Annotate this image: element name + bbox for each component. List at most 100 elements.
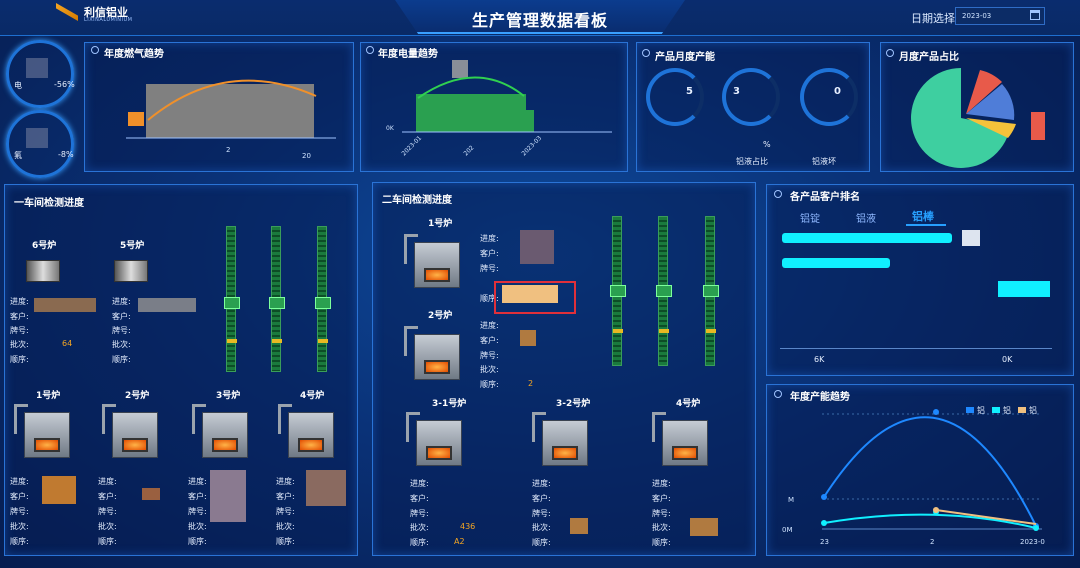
field-label: 进度: (98, 477, 117, 486)
panel-title: 一车间检测进度 (14, 198, 84, 209)
field-label: 客户: (410, 494, 429, 503)
field-label: 顺序: (480, 380, 499, 389)
field-label: 批次: (652, 523, 671, 532)
crucible-icon (114, 260, 148, 282)
capacity-ring (646, 68, 704, 126)
company-name: 利信铝业 (84, 6, 128, 19)
tab-liquid[interactable]: 铝液 (856, 214, 876, 225)
field-label: 批次: (188, 522, 207, 531)
field-label: 进度: (480, 321, 499, 330)
furnace-name: 5号炉 (120, 241, 145, 251)
panel-customer-rank (766, 184, 1074, 376)
furnace-name: 1号炉 (428, 219, 453, 229)
page-title: 生产管理数据看板 (471, 11, 608, 30)
furnace-icon (276, 404, 338, 460)
progress-track (224, 226, 240, 372)
pie-slice (1031, 112, 1045, 140)
furnace-icon (100, 404, 162, 460)
crucible-icon (26, 260, 60, 282)
field-label: 顺序: (276, 537, 295, 546)
panel-title: 各产品客户排名 (790, 192, 860, 203)
pie-slice (966, 118, 1016, 138)
capacity-label: 铝液占比 (736, 157, 768, 166)
value-blur (42, 476, 76, 504)
batch-value: 436 (460, 522, 476, 531)
field-label: 牌号: (532, 509, 551, 518)
furnace-name: 3-2号炉 (556, 399, 591, 409)
value-blur (210, 470, 246, 522)
field-label: 批次: (112, 340, 131, 349)
field-label: 批次: (276, 522, 295, 531)
field-label: 进度: (276, 477, 295, 486)
progress-bar (138, 298, 196, 312)
rank-bar (782, 233, 952, 243)
annual-line-chart: M 0M 23 2 2023-0 (782, 409, 1045, 546)
field-label: 顺序: (532, 538, 551, 547)
field-label: 客户: (480, 336, 499, 345)
data-point (933, 507, 939, 513)
date-label: 日期选择 (911, 12, 955, 25)
calendar-icon[interactable] (1030, 10, 1040, 20)
legend-label: 铝 (977, 406, 985, 415)
value-blur (570, 518, 588, 534)
field-label: 牌号: (276, 507, 295, 516)
legend-swatch (1018, 407, 1026, 413)
date-picker[interactable]: 2023-03 (955, 7, 1045, 25)
capacity-ring (722, 68, 780, 126)
chart-icon (642, 49, 650, 57)
ring-sub: % (763, 140, 771, 149)
progress-track (269, 226, 285, 372)
field-label: 客户: (532, 494, 551, 503)
ring-value: 3 (733, 86, 740, 97)
order-value: A2 (454, 537, 465, 546)
data-point (821, 520, 827, 526)
highlight-box[interactable] (494, 281, 576, 314)
field-label: 客户: (112, 312, 131, 321)
furnace-icon (12, 404, 74, 460)
field-label: 顺序: (10, 537, 29, 546)
gauge-value: -8% (58, 150, 74, 159)
furnace-icon (402, 326, 464, 382)
series-line (823, 416, 1037, 527)
gauge-blur (26, 128, 48, 148)
pie-slice (911, 68, 1010, 168)
tab-rod[interactable]: 铝棒 (912, 210, 934, 223)
field-label: 牌号: (98, 507, 117, 516)
capacity-label: 铝液坏 (812, 157, 836, 166)
legend-label: 铝 (1029, 406, 1037, 415)
gauge-label: 氟 (14, 151, 22, 160)
furnace-name: 2号炉 (125, 391, 150, 401)
field-label: 进度: (410, 479, 429, 488)
trend-icon (774, 390, 782, 398)
field-label: 客户: (10, 492, 29, 501)
tab-ingot[interactable]: 铝锭 (800, 214, 820, 225)
field-label: 客户: (188, 492, 207, 501)
field-label: 顺序: (480, 294, 499, 303)
gauge-electric (6, 40, 74, 108)
power-x-tick: 202 (462, 144, 475, 157)
panel-title: 年度产能趋势 (790, 392, 850, 403)
panel-title: 年度电量趋势 (378, 49, 438, 60)
furnace-name: 1号炉 (36, 391, 61, 401)
field-label: 进度: (480, 234, 499, 243)
rank-icon (774, 190, 782, 198)
gauge-label: 电 (14, 81, 22, 90)
field-label: 顺序: (10, 355, 29, 364)
ring-value: 0 (834, 86, 841, 97)
fuel-curve (147, 79, 317, 121)
field-label: 批次: (10, 340, 29, 349)
field-label: 牌号: (480, 264, 499, 273)
rank-x-tick: 0K (1002, 355, 1013, 364)
capacity-ring (800, 68, 858, 126)
trend-icon (91, 46, 99, 54)
field-label: 顺序: (188, 537, 207, 546)
panel-title: 二车间检测进度 (382, 195, 452, 206)
furnace-name: 2号炉 (428, 311, 453, 321)
legend-swatch (992, 407, 1000, 413)
progress-track (656, 216, 672, 366)
x-tick: 23 (820, 538, 829, 546)
x-tick: 2 (930, 538, 934, 546)
field-label: 牌号: (10, 326, 29, 335)
power-area-chart: 0K 2023-01 202 2023-03 (386, 60, 612, 157)
